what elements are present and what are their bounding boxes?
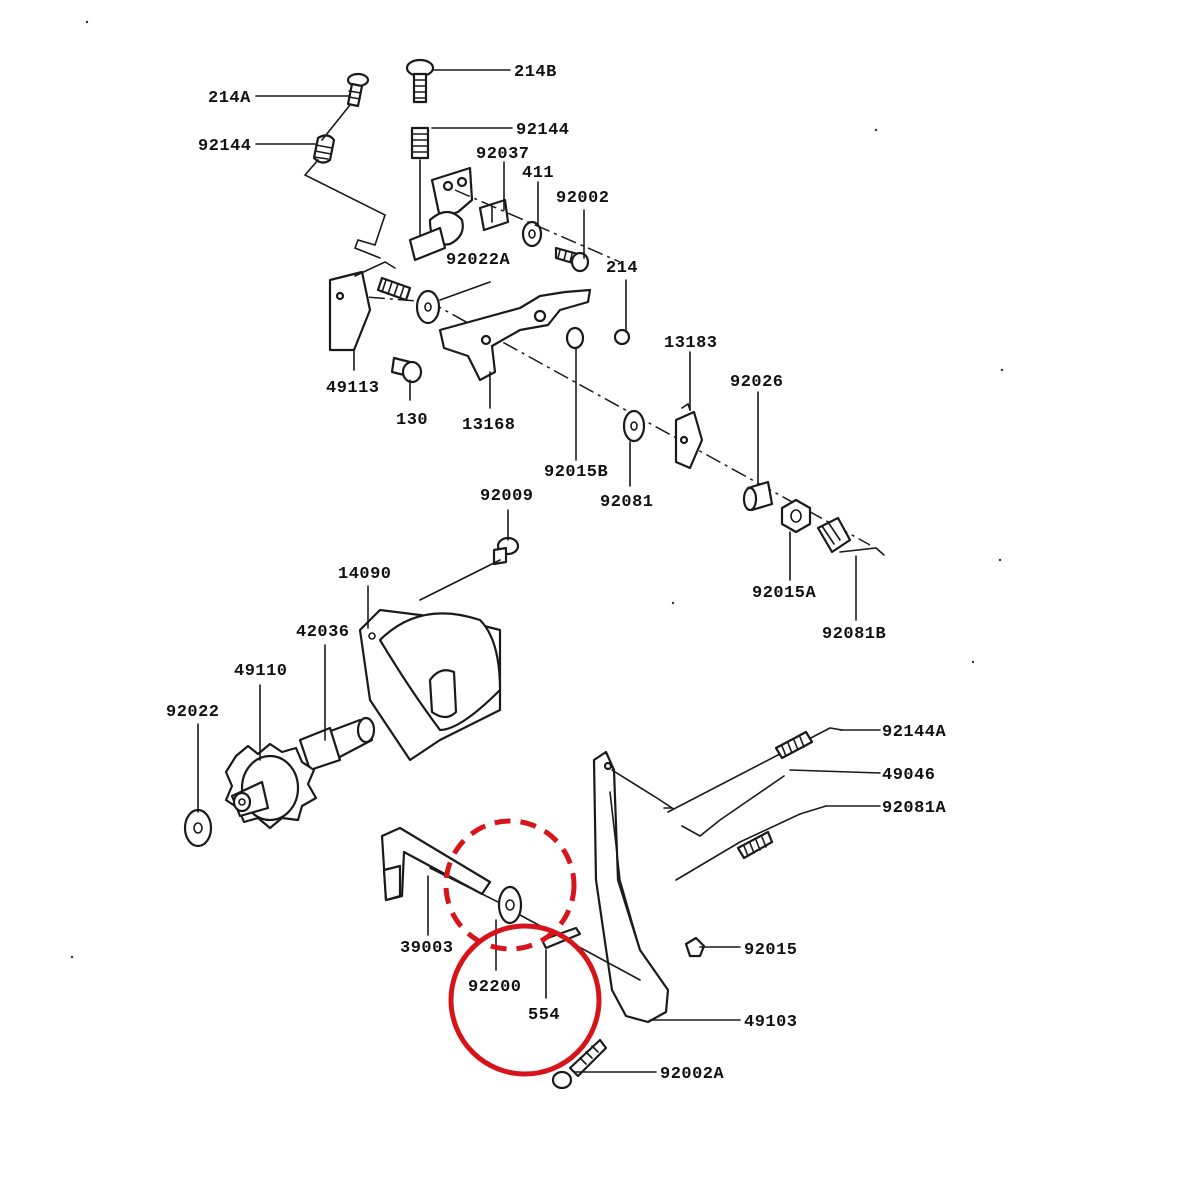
spring-92081A: [675, 805, 827, 881]
nut-92015A: [780, 498, 812, 534]
plate-49113: [328, 261, 396, 352]
lever-49103: [592, 750, 670, 1024]
label-92015: 92015: [744, 941, 798, 960]
label-130: 130: [396, 411, 428, 430]
label-92144-left: 92144: [198, 137, 252, 156]
shaft-42036: [298, 716, 376, 772]
gear-49110: [224, 742, 318, 830]
label-49046: 49046: [882, 766, 936, 785]
plate-13183: [674, 402, 704, 470]
spacer-92026: [742, 480, 774, 512]
bolt-92002A: [551, 1038, 608, 1090]
nut-92015: [684, 936, 706, 958]
label-92026: 92026: [730, 373, 784, 392]
label-92002: 92002: [556, 189, 610, 208]
label-214: 214: [606, 259, 638, 278]
rod-49046: [681, 775, 785, 837]
scan-specks: [70, 20, 1004, 959]
bolt-130: [390, 356, 423, 384]
screw-214: [613, 328, 631, 346]
part-labels: 214A 214B 92144 92144 92037 411 92002 92…: [166, 63, 947, 1084]
label-214A: 214A: [208, 89, 251, 108]
shaft-39003: [380, 826, 511, 909]
screw-214B: [405, 58, 435, 104]
label-411: 411: [522, 164, 554, 183]
label-49113: 49113: [326, 379, 380, 398]
label-92022A: 92022A: [446, 251, 511, 270]
label-214B: 214B: [514, 63, 557, 82]
label-92002A: 92002A: [660, 1065, 725, 1084]
label-92015A: 92015A: [752, 584, 817, 603]
top-bracket-assembly: [303, 58, 885, 556]
label-92081: 92081: [600, 493, 654, 512]
label-49110: 49110: [234, 662, 288, 681]
label-14090: 14090: [338, 565, 392, 584]
label-92009: 92009: [480, 487, 534, 506]
bracket-92037-area: [408, 166, 510, 262]
label-13183: 13183: [664, 334, 718, 353]
label-42036: 42036: [296, 623, 350, 642]
label-49103: 49103: [744, 1013, 798, 1032]
highlight-circle-solid: [448, 923, 602, 1077]
label-92037: 92037: [476, 145, 530, 164]
spring-92144-left: [312, 134, 336, 164]
label-92144-center: 92144: [516, 121, 570, 140]
spring-92081B: [816, 516, 885, 556]
label-92200: 92200: [468, 978, 522, 997]
label-13168: 13168: [462, 416, 516, 435]
label-92022: 92022: [166, 703, 220, 722]
housing-14090: [358, 608, 502, 762]
washer-92022: [183, 808, 213, 848]
screw-92009: [492, 536, 520, 566]
label-92015B: 92015B: [544, 463, 608, 482]
screw-214A: [346, 72, 370, 108]
lever-13168: [438, 288, 592, 382]
washer-92081: [622, 409, 646, 443]
label-92144A: 92144A: [882, 723, 947, 742]
rod-92144A: [611, 727, 843, 813]
middle-assembly: [183, 536, 520, 848]
wire-rod: [303, 104, 386, 259]
washer-92200: [497, 885, 523, 925]
bottom-assembly: [380, 727, 843, 1090]
label-554: 554: [528, 1006, 560, 1025]
leader-lines: [197, 69, 881, 1073]
spring-92144-center: [410, 126, 430, 241]
pin-92015B: [565, 326, 585, 350]
label-39003: 39003: [400, 939, 454, 958]
washer-92022A: [415, 289, 441, 325]
label-92081B: 92081B: [822, 625, 886, 644]
label-92081A: 92081A: [882, 799, 947, 818]
spring-92022A: [376, 276, 412, 302]
highlight-circle-dashed: [443, 818, 577, 952]
washer-411: [521, 220, 543, 248]
